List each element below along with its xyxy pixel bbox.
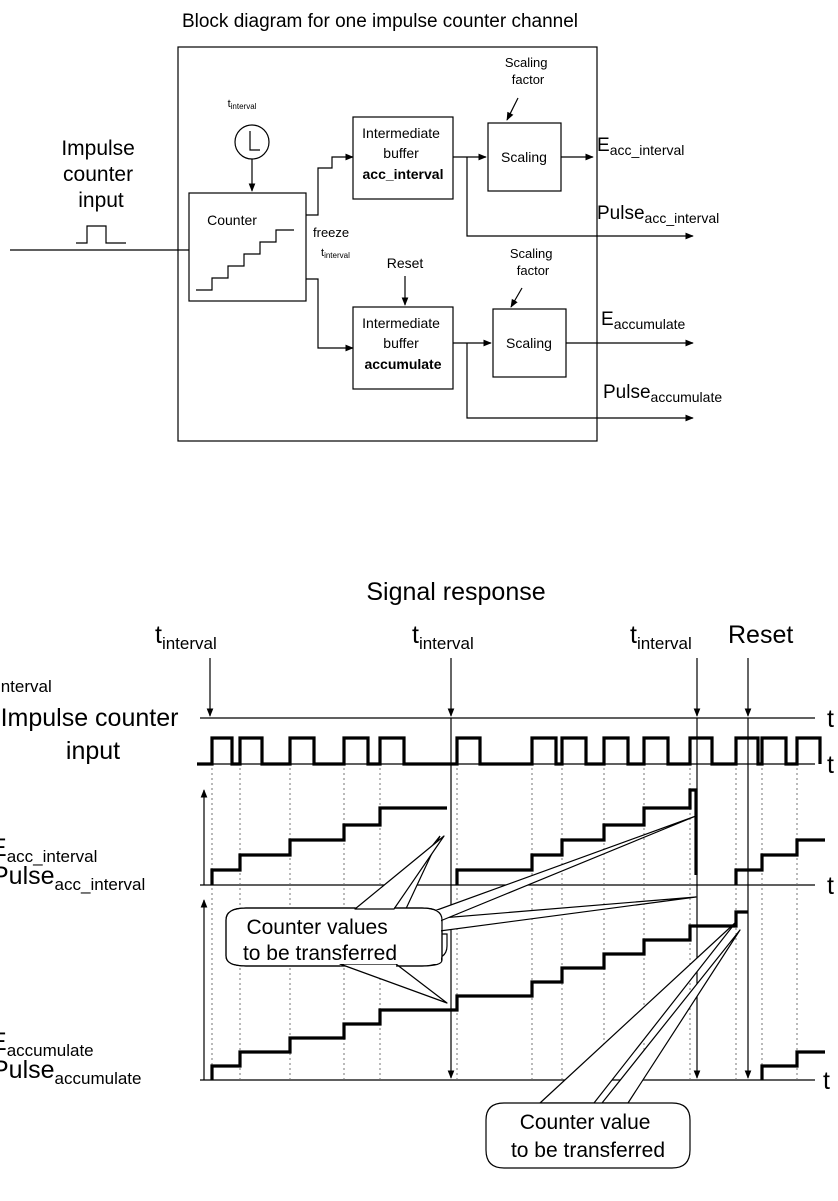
- clock-icon: [234, 124, 270, 160]
- pulse-accumulate-output: Pulseaccumulate: [603, 382, 722, 405]
- signal-response-title: Signal response: [366, 578, 545, 606]
- buffer-accumulate-label: Intermediate buffer accumulate: [362, 315, 444, 372]
- buffer-accumulate: [352, 306, 454, 390]
- buffer-acc-interval: [352, 116, 454, 200]
- row-label-e-accumulate: Eaccumulate: [0, 1028, 94, 1060]
- freeze-t-label: tinterval: [321, 247, 350, 260]
- axis-t-3: t: [827, 872, 834, 900]
- timer-label: tinterval: [228, 98, 257, 111]
- pulse-acc-interval-output: Pulseacc_interval: [597, 203, 719, 226]
- scaling-factor-1-label: Scaling factor: [505, 55, 551, 87]
- signal-response-diagram: tinterval tinterval tinterval Reset tint…: [0, 621, 834, 1169]
- row-label-t-interval: tinterval: [0, 664, 52, 696]
- row-label-e-acc-interval: Eacc_interval: [0, 834, 97, 866]
- e-accumulate-output: Eaccumulate: [601, 309, 685, 332]
- marker-t-interval-1: tinterval: [155, 621, 217, 653]
- block-diagram-title: Block diagram for one impulse counter ch…: [182, 11, 578, 32]
- callout-2-text: Counter value to be transferred: [511, 1111, 665, 1162]
- axis-t-1: t: [827, 705, 834, 733]
- e-acc-interval-output: Eacc_interval: [597, 135, 684, 158]
- acc-interval-staircase-2: [455, 788, 698, 885]
- scaling-1-label: Scaling: [501, 149, 547, 165]
- axis-t-4: t: [823, 1067, 830, 1095]
- counter-staircase: [196, 229, 294, 291]
- accumulate-staircase: [210, 910, 748, 1080]
- callout-1-text: Counter values to be transferred: [243, 916, 397, 965]
- reset-label: Reset: [387, 255, 424, 271]
- scaling-block-2: [492, 308, 567, 378]
- scaling-block-1: [487, 122, 562, 192]
- block-diagram: Impulse counter input tinterval Counter …: [10, 46, 722, 442]
- callout-2: [485, 1102, 691, 1169]
- row-label-pulse-acc-interval: Pulseacc_interval: [0, 862, 145, 894]
- acc-interval-staircase-3: [734, 838, 825, 885]
- accumulate-staircase-2: [760, 1050, 825, 1080]
- scaling-factor-2-label: Scaling factor: [510, 246, 556, 278]
- marker-t-interval-3: tinterval: [630, 621, 692, 653]
- input-pulse-symbol: [76, 225, 126, 244]
- counter-block: [188, 192, 307, 302]
- impulse-train: [197, 736, 822, 766]
- axis-t-2: t: [827, 751, 834, 779]
- scaling-2-label: Scaling: [506, 335, 552, 351]
- buffer-acc-interval-label: Intermediate buffer acc_interval: [362, 125, 444, 182]
- acc-interval-staircase: [210, 806, 447, 885]
- impulse-input-label: Impulse counter input: [61, 137, 140, 212]
- freeze-label: freeze: [313, 225, 349, 240]
- counter-label: Counter: [207, 212, 257, 228]
- row-label-pulse-accumulate: Pulseaccumulate: [0, 1056, 141, 1088]
- marker-t-interval-2: tinterval: [412, 621, 474, 653]
- marker-reset: Reset: [728, 621, 793, 649]
- row-label-impulse-input: Impulse counter input: [1, 704, 186, 765]
